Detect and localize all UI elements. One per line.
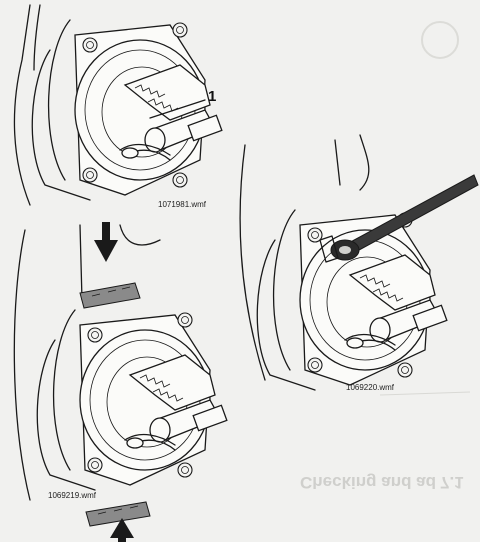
shim-top — [79, 282, 141, 309]
panel-3-caption: 1069220.wmf — [346, 383, 395, 392]
insert-arrow-down — [94, 222, 118, 262]
bleed-through-heading: Checking and ad — [300, 473, 437, 492]
panel-1-caption: 1071981.wmf — [158, 200, 207, 209]
panel-1-pump — [13, 4, 221, 206]
panel-2-caption: 1069219.wmf — [48, 491, 97, 500]
panel-3-pump — [239, 134, 479, 390]
insert-arrow-up — [110, 518, 134, 542]
wrench-tool — [319, 174, 479, 263]
bleed-through-section-number: 7.1 — [440, 473, 464, 492]
panel-1-callout-number: 1 — [208, 88, 217, 105]
shim-bottom — [85, 501, 151, 527]
panel-2-pump — [13, 222, 227, 542]
